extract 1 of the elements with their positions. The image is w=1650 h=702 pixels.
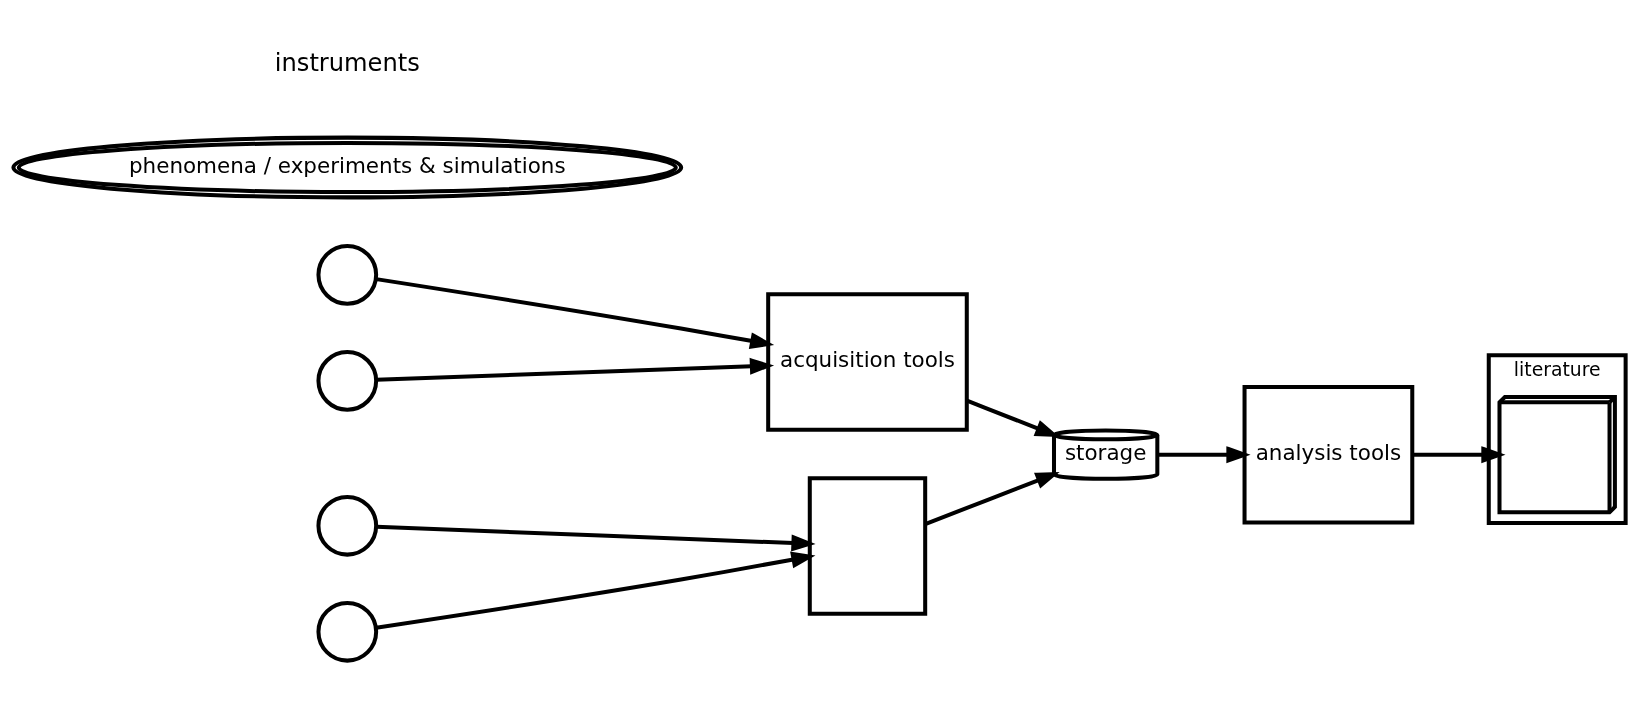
label: instruments (274, 49, 420, 78)
